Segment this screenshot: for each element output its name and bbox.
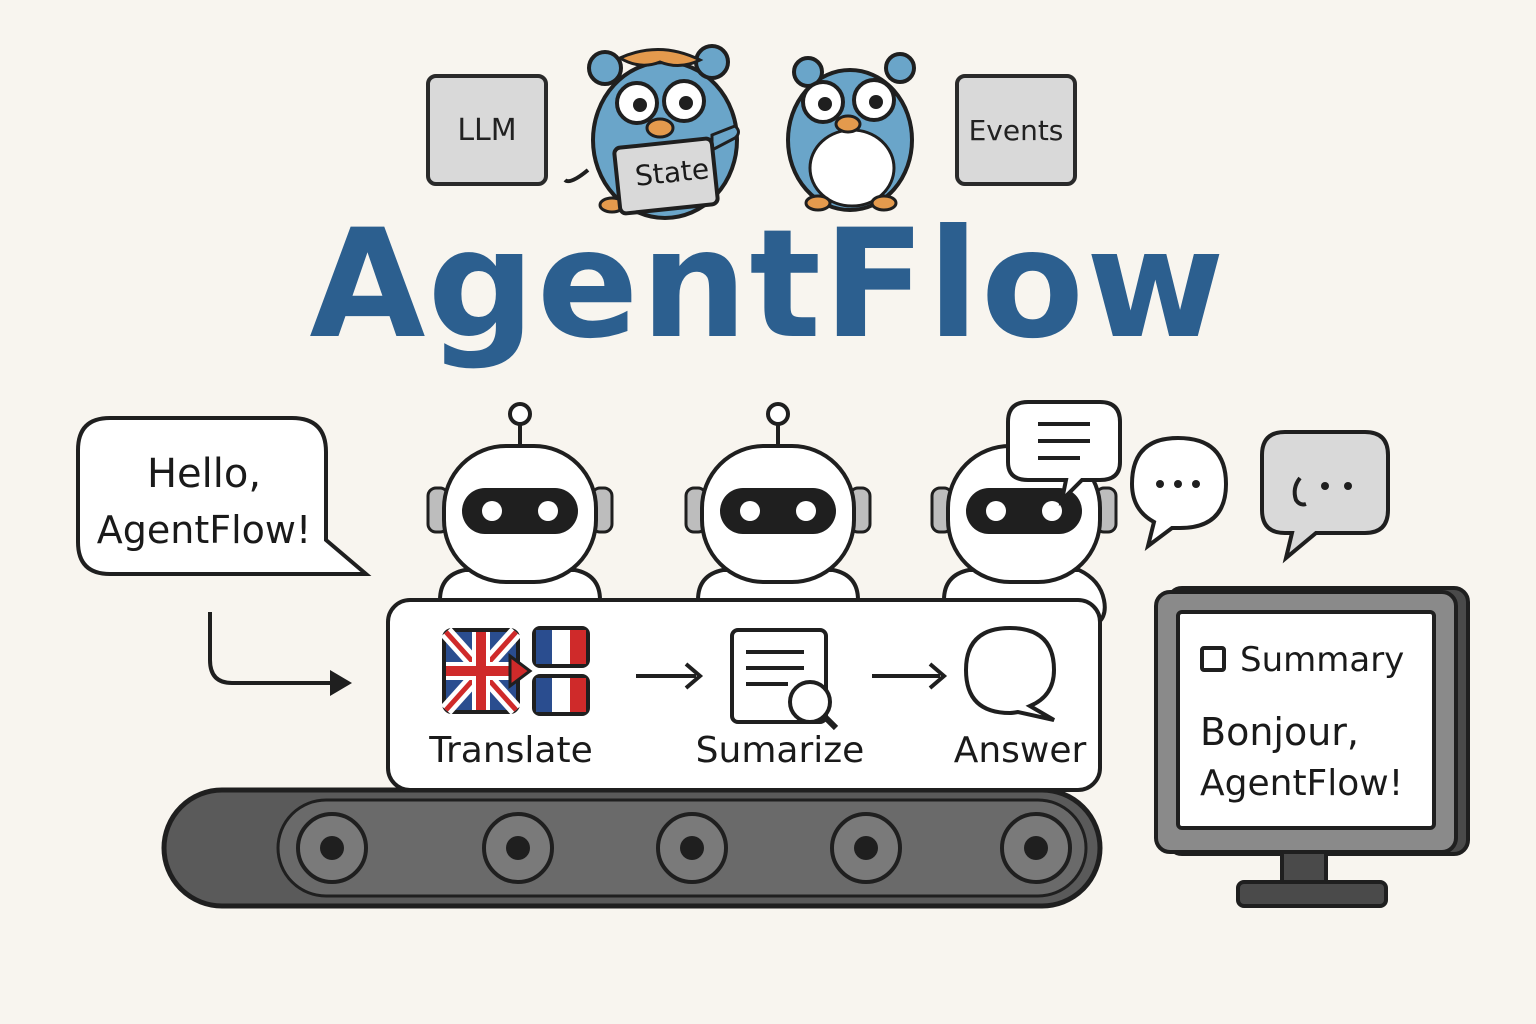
pipeline-arrow-2	[872, 662, 948, 690]
pipeline-arrow-1	[636, 662, 704, 690]
roller-2	[482, 812, 554, 884]
roller-4	[830, 812, 902, 884]
typing-bubble-icon	[1260, 430, 1390, 564]
roller-3	[656, 812, 728, 884]
monitor-output-line2: AgentFlow!	[1200, 763, 1404, 804]
input-arrow	[208, 612, 330, 685]
step-label-sumarize: Sumarize	[695, 730, 865, 771]
monitor-output-line1: Bonjour,	[1200, 710, 1359, 754]
llm-tag-label: LLM	[457, 112, 517, 148]
speech-bubble-icon	[963, 625, 1057, 722]
input-bubble-line1: Hello,	[146, 451, 262, 497]
step-label-translate: Translate	[429, 730, 593, 771]
monitor-heading: Summary	[1240, 640, 1405, 680]
step-label-answer: Answer	[953, 730, 1087, 771]
roller-1	[296, 812, 368, 884]
robot-1-icon	[426, 402, 614, 602]
gopher-left-icon	[563, 44, 740, 220]
events-tag-label: Events	[968, 113, 1064, 147]
robot-2-icon	[684, 402, 872, 602]
roller-5	[1000, 812, 1072, 884]
input-speech-bubble	[76, 416, 372, 576]
llm-tag: LLM	[426, 74, 548, 186]
monitor-output: Bonjour, AgentFlow!	[1200, 706, 1403, 810]
input-bubble-text: Hello, AgentFlow!	[84, 446, 324, 558]
ellipsis-bubble-icon	[1129, 435, 1229, 551]
document-magnifier-icon	[730, 628, 839, 731]
robot-chat-bubble-icon	[1006, 400, 1122, 507]
gopher-right-icon	[786, 52, 916, 212]
input-bubble-line2: AgentFlow!	[96, 508, 312, 552]
flag-translate-icon	[440, 626, 590, 716]
conveyor-belt	[161, 787, 1103, 909]
monitor-icon	[1154, 586, 1470, 908]
events-tag: Events	[955, 74, 1077, 186]
page-title: AgentFlow	[309, 198, 1227, 372]
